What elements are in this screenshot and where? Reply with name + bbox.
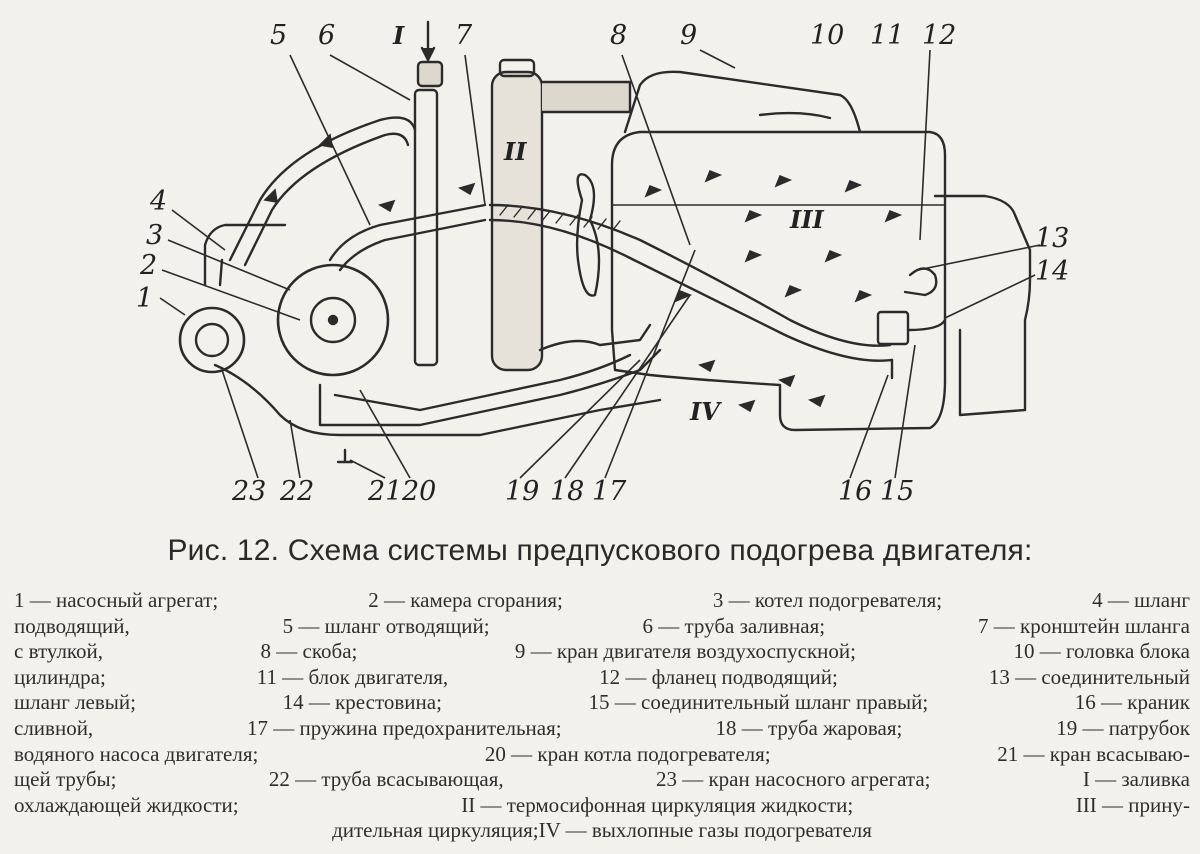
label-3: 3	[146, 220, 164, 251]
legend-item: дительная циркуляция;	[332, 818, 539, 843]
label-III: III	[790, 205, 824, 234]
legend-item: шланг левый;	[14, 690, 136, 715]
cross-piece	[876, 310, 910, 346]
legend-item: охлаждающей жидкости;	[14, 792, 239, 817]
legend-item: 10 — головка блока	[1013, 639, 1190, 664]
legend-item: I — заливка	[1082, 767, 1190, 792]
label-2: 2	[140, 250, 158, 281]
legend-item: 6 — труба заливная;	[642, 613, 826, 638]
legend-item: 12 — фланец подводящий;	[599, 664, 838, 689]
legend-line: с втулкой, 8 — скоба; 9 — кран двигателя в…	[14, 639, 1190, 665]
legend-item: IV — выхлопные газы подогревателя	[538, 818, 872, 843]
heater-boiler	[276, 263, 390, 377]
legend-line: водяного насоса двигателя; 20 — кран котл…	[14, 742, 1190, 768]
inlet-hose	[203, 223, 287, 287]
legend-item: 20 — кран котла подогревателя;	[484, 741, 771, 766]
filling-pipe	[413, 88, 439, 367]
legend-item: 3 — котел подогревателя;	[712, 588, 943, 612]
pump-unit	[178, 306, 246, 374]
label-6: 6	[318, 20, 336, 51]
label-15: 15	[880, 476, 915, 507]
legend-line: подводящий, 5 — шланг отводящий; 6 — труба…	[14, 614, 1190, 640]
legend-line: дительная циркуляция; IV — выхлопные газ…	[14, 818, 1190, 844]
legend-item: цилиндра;	[14, 664, 106, 689]
figure-caption: Рис. 12. Схема системы предпускового под…	[167, 534, 1033, 567]
label-7: 7	[455, 20, 473, 51]
legend-item: 2 — камера сгорания;	[368, 588, 563, 612]
legend-item: II — термосифонная циркуляция жидкости;	[461, 792, 854, 817]
label-8: 8	[610, 20, 628, 51]
label-18: 18	[550, 476, 585, 507]
engine-preheating-diagram: 5 6 I 7 8 9 10 11 12 4 3 2 1 II III IV 1…	[136, 20, 1070, 507]
legend-line: щей трубы; 22 — труба всасывающая, 23 — кр…	[14, 767, 1190, 793]
legend-item: щей трубы;	[14, 767, 117, 792]
engine-block	[610, 130, 947, 432]
label-14: 14	[1035, 256, 1070, 287]
exhaust-pipe	[318, 348, 662, 427]
label-22: 22	[280, 476, 315, 507]
legend-item: 1 — насосный агрегат;	[14, 588, 219, 612]
legend-item: III — прину-	[1075, 792, 1190, 817]
label-4: 4	[150, 186, 168, 217]
label-5: 5	[270, 20, 288, 51]
legend-line: 1 — насосный агрегат; 2 — камера сгорания…	[14, 588, 1190, 614]
label-II: II	[504, 137, 527, 166]
label-10: 10	[810, 20, 845, 51]
legend-item: 8 — скоба;	[260, 639, 358, 664]
legend-item: 17 — пружина предохранительная;	[247, 715, 562, 740]
legend-item: 16 — краник	[1074, 690, 1190, 715]
legend-item: 13 — соединительный	[988, 664, 1190, 689]
label-20: 20	[402, 476, 437, 507]
legend-item: 21 — кран всасываю-	[997, 741, 1190, 766]
label-11: 11	[870, 20, 905, 51]
connecting-hose-left	[488, 203, 894, 362]
label-23: 23	[232, 476, 267, 507]
fan	[575, 173, 601, 297]
label-17: 17	[592, 476, 627, 507]
legend-item: 7 — кронштейн шланга	[978, 613, 1190, 638]
figure-legend: 1 — насосный агрегат; 2 — камера сгорания…	[14, 588, 1190, 844]
legend-item: 23 — кран насосного агрегата;	[655, 767, 931, 792]
legend-item: 22 — труба всасывающая,	[268, 767, 504, 792]
label-19: 19	[505, 476, 540, 507]
legend-item: с втулкой,	[14, 639, 104, 664]
suction-pipe	[213, 363, 662, 437]
legend-line: сливной, 17 — пружина предохранительная; 1…	[14, 716, 1190, 742]
legend-item: водяного насоса двигателя;	[14, 741, 259, 766]
legend-line: охлаждающей жидкости; II — термосифонная …	[14, 793, 1190, 819]
label-9: 9	[680, 20, 698, 51]
label-21: 21	[368, 476, 403, 507]
outlet-hose	[228, 116, 417, 267]
label-16: 16	[838, 476, 873, 507]
legend-item: 14 — крестовина;	[282, 690, 442, 715]
diagram-drawing	[159, 20, 1041, 479]
legend-line: шланг левый; 14 — крестовина; 15 — соедини…	[14, 690, 1190, 716]
label-12: 12	[922, 20, 957, 51]
label-I: I	[393, 21, 405, 50]
legend-item: 9 — кран двигателя воздухоспускной;	[514, 639, 856, 664]
legend-line: цилиндра; 11 — блок двигателя, 12 — фланец…	[14, 665, 1190, 691]
flange-12	[903, 267, 938, 297]
label-13: 13	[1035, 223, 1070, 254]
legend-item: сливной,	[14, 715, 94, 740]
label-1: 1	[136, 283, 154, 314]
legend-item: 15 — соединительный шланг правый;	[588, 690, 929, 715]
legend-item: 19 — патрубок	[1056, 715, 1190, 740]
cylinder-head	[623, 70, 862, 134]
legend-item: 5 — шланг отводящий;	[282, 613, 490, 638]
legend-item: 18 — труба жаровая;	[715, 715, 903, 740]
label-IV: IV	[690, 397, 720, 426]
legend-item: подводящий,	[14, 613, 130, 638]
legend-item: 11 — блок двигателя,	[256, 664, 449, 689]
legend-item: 4 — шланг	[1092, 588, 1190, 612]
gearbox-housing	[933, 194, 1032, 417]
